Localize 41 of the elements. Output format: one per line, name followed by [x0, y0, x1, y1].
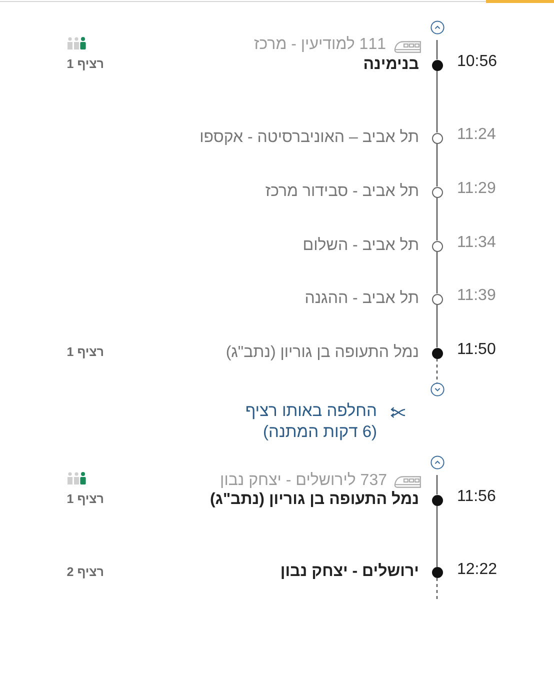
- time-label: 11:29: [457, 179, 496, 199]
- timeline-line: [436, 70, 438, 132]
- timeline-line: [436, 40, 438, 60]
- time-label: 11:50: [457, 340, 496, 360]
- time-label: 12:22: [457, 560, 498, 580]
- time-label: 11:24: [457, 125, 496, 145]
- timeline-dot: [432, 494, 442, 506]
- station-name: תל אביב - סבידור מרכז: [265, 182, 419, 202]
- route-label: 111 למודיעין - מרכז: [254, 35, 386, 55]
- timeline-dot: [432, 567, 442, 578]
- station-name: נמל התעופה בן גוריון (נתב"ג): [210, 490, 419, 510]
- timeline-dot: [432, 348, 442, 358]
- timeline-line: [436, 198, 438, 240]
- timeline-line: [436, 506, 438, 567]
- time-label: 11:39: [457, 286, 496, 306]
- station-name: תל אביב – האוניברסיטה - אקספו: [200, 128, 419, 148]
- timeline-line: [436, 475, 438, 494]
- timeline-circle: [432, 240, 442, 252]
- platform-label: רציף 1: [66, 491, 104, 508]
- timeline-line: [436, 578, 438, 601]
- time-label: 10:56: [457, 52, 498, 72]
- timeline-circle: [432, 186, 442, 198]
- timeline-circle: [432, 132, 442, 144]
- station-name: ירושלים - יצחק נבון: [280, 562, 419, 582]
- platform-label: רציף 1: [66, 56, 104, 73]
- timeline-line: [436, 252, 438, 294]
- transfer-note: (6 דקות המתנה): [263, 422, 377, 442]
- time-label: 11:34: [457, 233, 496, 253]
- platform-label: רציף 2: [66, 564, 104, 580]
- transfer-note: החלפה באותו רציף: [245, 401, 377, 421]
- time-label: 11:56: [457, 487, 496, 507]
- station-name: תל אביב - השלום: [302, 236, 419, 256]
- timeline-circle: [432, 294, 442, 304]
- timeline-dot: [432, 60, 442, 70]
- timeline-line: [436, 304, 438, 348]
- station-name: תל אביב - ההגנה: [304, 288, 419, 308]
- station-name: נמל התעופה בן גוריון (נתב"ג): [226, 342, 419, 362]
- station-name: בנימינה: [363, 54, 419, 74]
- route-label: 737 לירושלים - יצחק נבון: [220, 471, 387, 491]
- platform-label: רציף 1: [66, 344, 104, 361]
- timeline-line: [436, 144, 438, 186]
